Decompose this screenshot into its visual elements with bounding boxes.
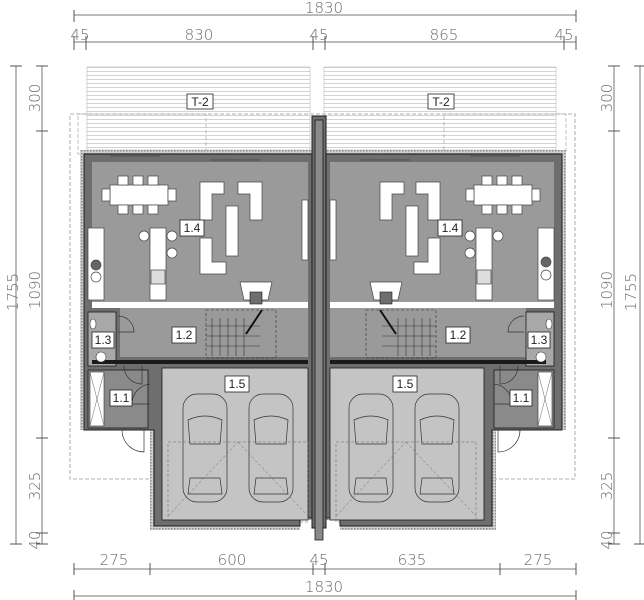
label-left-hall: 1.2 [171, 326, 197, 344]
right-dining-table [465, 175, 541, 215]
right-tv-unit [329, 199, 337, 261]
left-wc-fixtures [89, 318, 107, 363]
label-right-garage: 1.5 [392, 375, 418, 393]
right-garage-door-swing [335, 441, 477, 523]
label-terrace-left: T-2 [186, 93, 214, 110]
label-terrace-right: T-2 [427, 93, 455, 110]
dimension-top [73, 10, 577, 50]
right-fireplace [369, 281, 403, 305]
dim-top-total: 1830 [305, 0, 343, 17]
label-right-living: 1.4 [437, 219, 463, 237]
room-label-right-1-2: 1.2 [450, 328, 467, 342]
dim-right-seg-4: 40 [598, 530, 616, 549]
label-left-garage: 1.5 [224, 375, 250, 393]
label-right-hall: 1.2 [445, 326, 471, 344]
label-left-wc: 1.3 [91, 331, 115, 349]
right-car-2 [414, 393, 460, 503]
right-wc-fixtures [535, 318, 553, 363]
left-room-hall [120, 302, 308, 357]
left-dining-table [101, 175, 177, 215]
left-fireplace [239, 281, 273, 305]
room-label-right-1-4: 1.4 [442, 221, 459, 235]
room-label-right-1-5: 1.5 [397, 377, 414, 391]
right-staircase [365, 309, 437, 359]
dim-bottom-seg-5: 275 [524, 551, 553, 569]
terrace-sliding-doors [110, 155, 520, 161]
dim-top-seg-4: 865 [430, 26, 459, 44]
dim-top-seg-3: 45 [309, 26, 328, 44]
label-left-entry: 1.1 [109, 389, 133, 407]
room-label-left-1-5: 1.5 [229, 377, 246, 391]
dim-bottom-seg-1: 275 [100, 551, 129, 569]
room-label-left-1-1: 1.1 [113, 391, 130, 405]
dim-left-seg-2: 1090 [26, 271, 44, 309]
right-room-hall [330, 302, 526, 357]
left-sofa-set [199, 181, 263, 275]
dimension-bottom [73, 563, 577, 600]
left-garage-door-swing [167, 441, 309, 523]
label-right-wc: 1.3 [527, 331, 551, 349]
label-right-entry: 1.1 [509, 389, 533, 407]
party-wall-core [314, 119, 324, 541]
left-kitchen [87, 227, 178, 301]
dim-bottom-total: 1830 [305, 578, 343, 596]
label-left-living: 1.4 [179, 219, 205, 237]
dim-top-seg-5: 45 [554, 26, 573, 44]
right-car-1 [348, 393, 394, 503]
left-car-1 [182, 393, 228, 503]
left-window-strip [92, 302, 308, 308]
room-label-right-1-3: 1.3 [531, 333, 548, 347]
dim-top-seg-1: 45 [70, 26, 89, 44]
dimension-left [10, 65, 48, 545]
dim-right-seg-2: 1090 [598, 271, 616, 309]
dim-right-total: 1755 [622, 273, 640, 311]
room-label-left-1-3: 1.3 [95, 333, 112, 347]
dim-bottom-seg-3: 45 [309, 551, 328, 569]
dim-left-seg-1: 300 [26, 84, 44, 113]
dim-right-seg-1: 300 [598, 84, 616, 113]
left-tv-unit [301, 199, 309, 261]
room-label-right-1-1: 1.1 [513, 391, 530, 405]
dim-right-seg-3: 325 [598, 472, 616, 501]
dim-left-seg-4: 40 [26, 530, 44, 549]
right-sofa-set [379, 181, 441, 275]
room-label-left-1-2: 1.2 [176, 328, 193, 342]
dim-left-total: 1755 [4, 273, 22, 311]
dimension-right [608, 65, 644, 545]
left-staircase [205, 309, 277, 359]
dim-left-seg-3: 325 [26, 472, 44, 501]
right-kitchen [464, 227, 555, 301]
right-window-strip [330, 302, 554, 308]
left-car-2 [248, 393, 294, 503]
terrace-right-label: T-2 [432, 95, 450, 109]
terrace-left-label: T-2 [191, 95, 209, 109]
dim-top-seg-2: 830 [185, 26, 214, 44]
dim-bottom-seg-2: 600 [218, 551, 247, 569]
dim-bottom-seg-4: 635 [398, 551, 427, 569]
room-label-left-1-4: 1.4 [184, 221, 201, 235]
